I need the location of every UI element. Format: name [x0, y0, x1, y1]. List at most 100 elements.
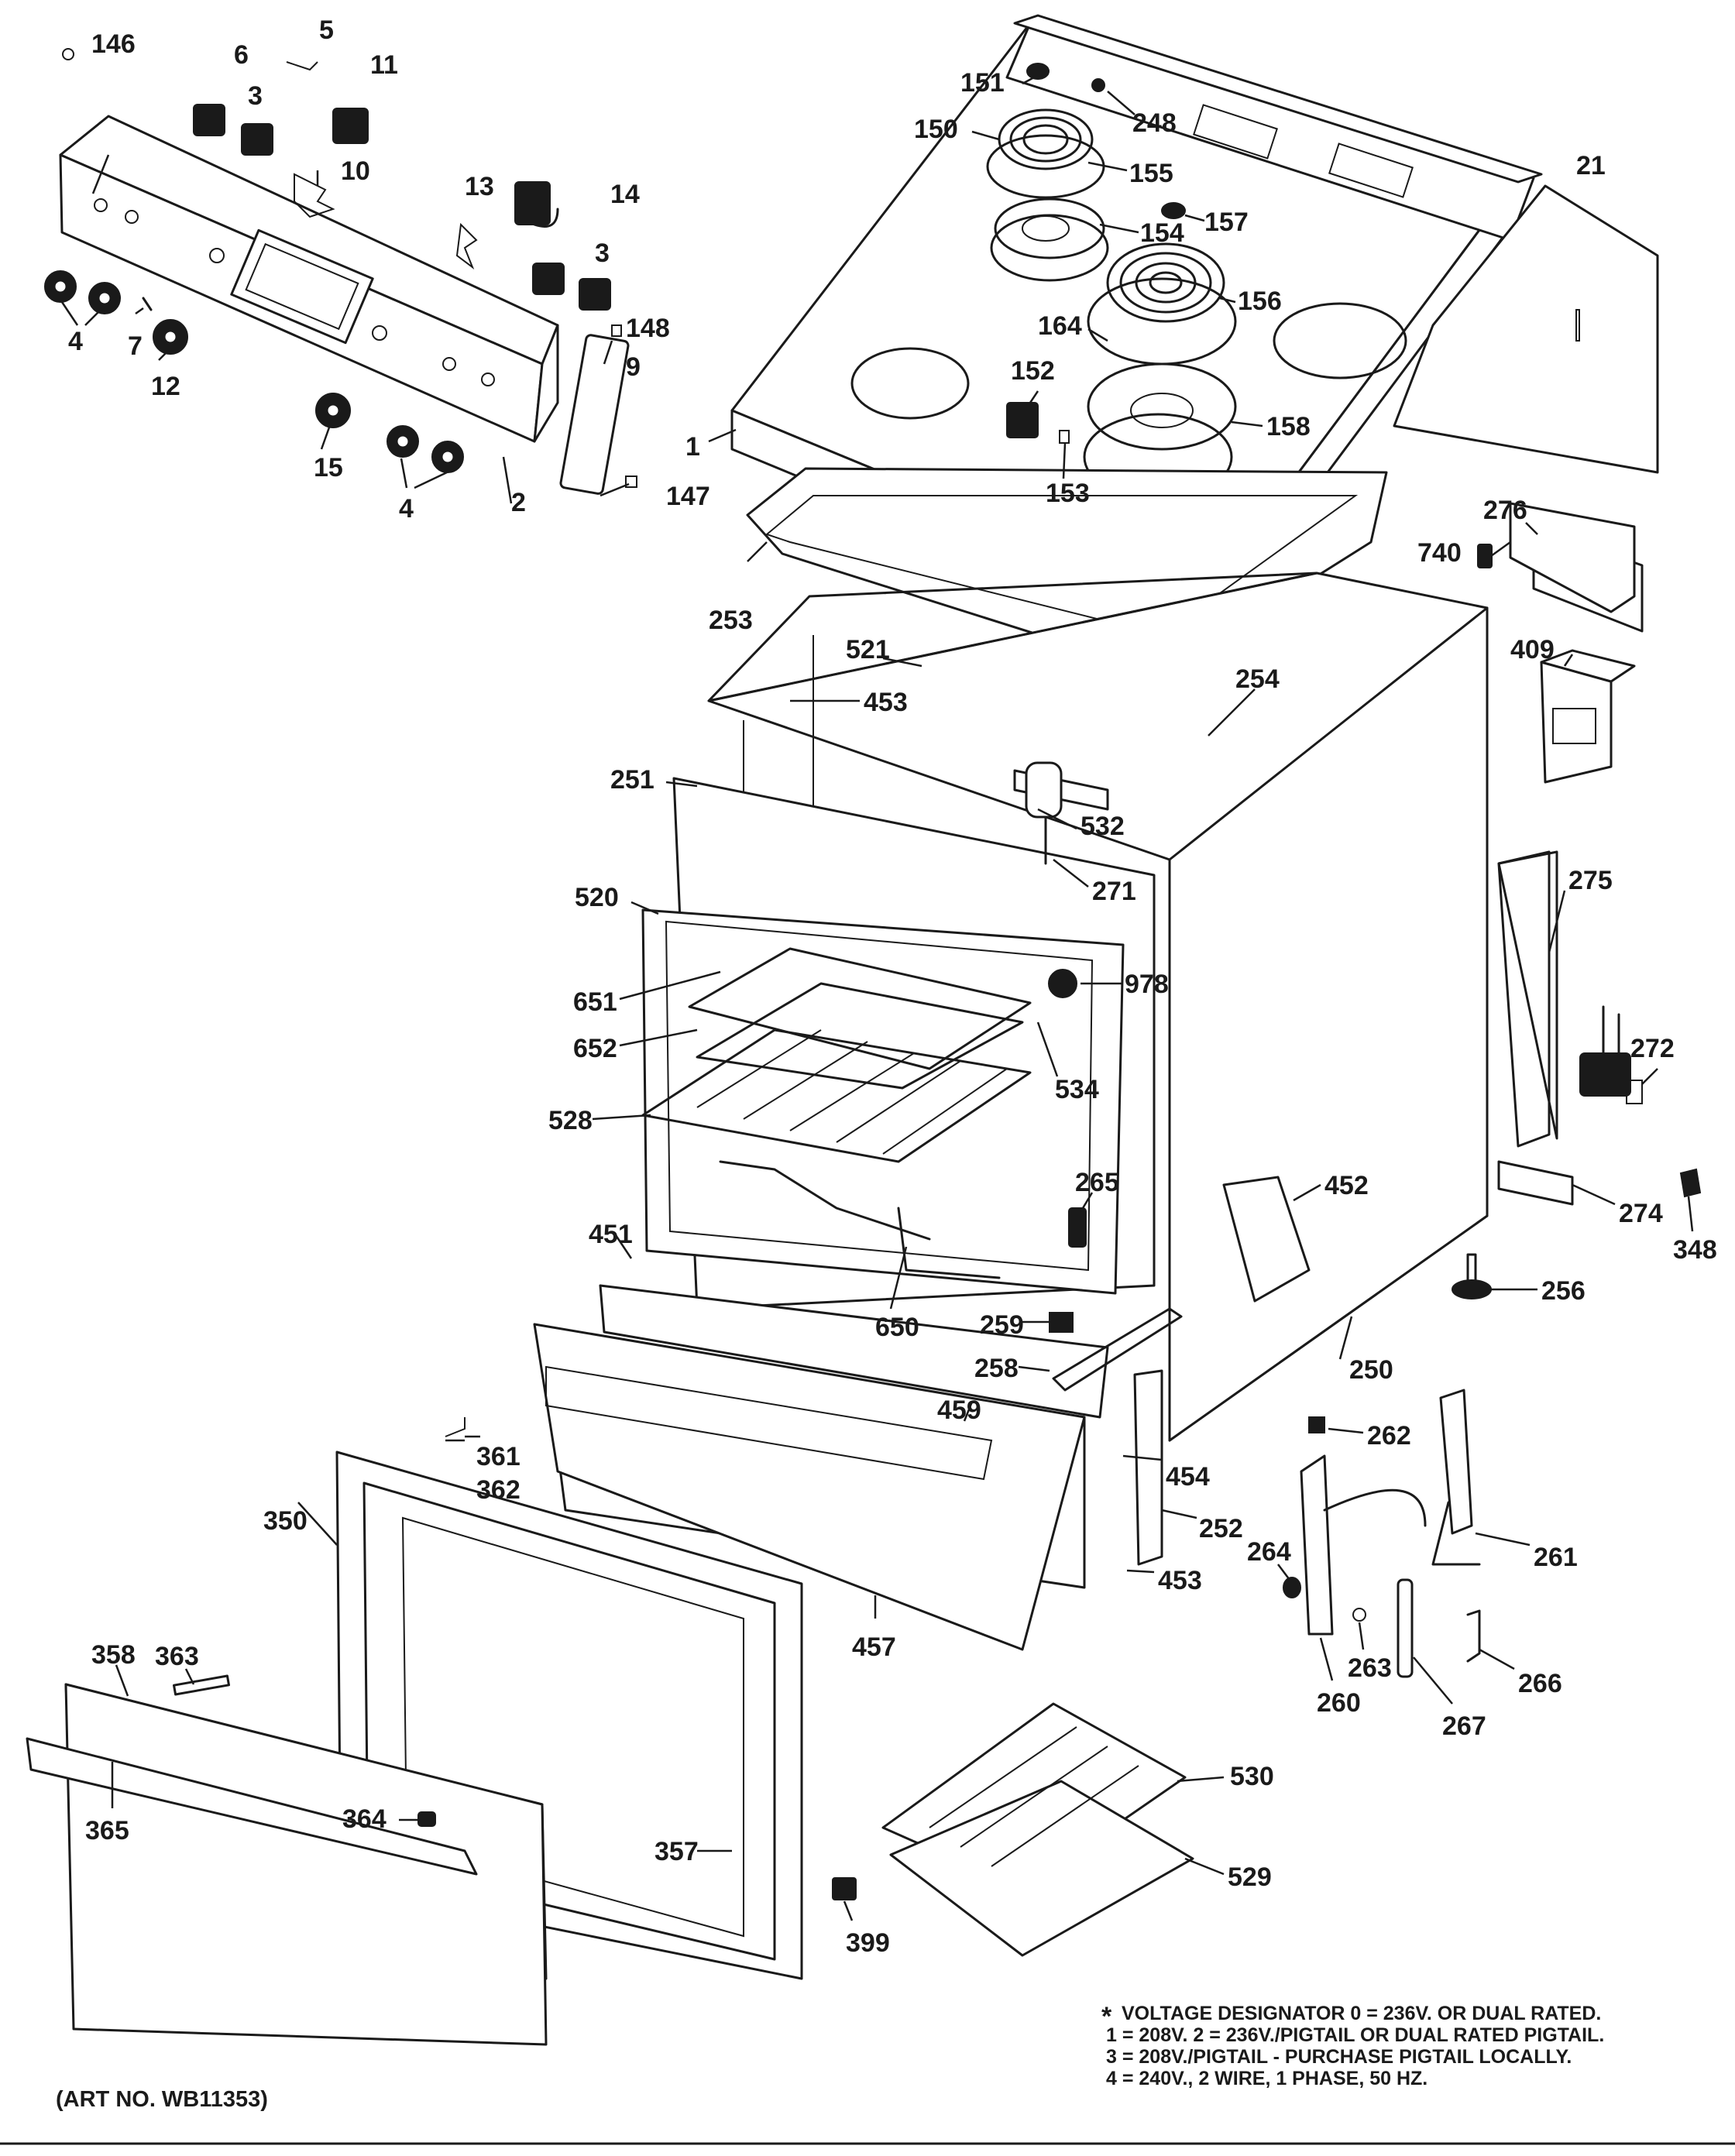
callout-146: 146: [91, 29, 136, 59]
callout-362: 362: [476, 1475, 520, 1505]
callout-5: 5: [319, 15, 334, 45]
terminal-block: [1477, 544, 1636, 784]
broiler-pan: [881, 1702, 1194, 1957]
callout-650: 650: [875, 1313, 919, 1342]
hinge-springs: [1283, 1577, 1481, 1678]
callout-740: 740: [1417, 538, 1462, 568]
callout-250: 250: [1349, 1355, 1393, 1385]
callout-157: 157: [1204, 208, 1249, 237]
callout-256: 256: [1541, 1276, 1586, 1306]
callout-272: 272: [1630, 1034, 1675, 1063]
callout-3-top: 3: [248, 81, 263, 111]
callout-361: 361: [476, 1442, 520, 1471]
callout-521: 521: [846, 635, 890, 664]
side-wiring-parts: [1497, 850, 1702, 1206]
callout-150: 150: [914, 115, 958, 144]
callout-153: 153: [1046, 479, 1090, 508]
callout-357: 357: [654, 1837, 699, 1866]
callout-532: 532: [1081, 812, 1125, 841]
callout-260: 260: [1317, 1688, 1361, 1718]
callout-364: 364: [342, 1804, 387, 1834]
callout-262: 262: [1367, 1421, 1411, 1450]
callout-3-mid: 3: [595, 239, 610, 268]
callout-248: 248: [1132, 108, 1177, 138]
callout-271: 271: [1092, 877, 1136, 906]
callout-259: 259: [980, 1310, 1024, 1340]
drawer-side-rail: [1049, 1307, 1183, 1566]
oven-door-outer: [26, 1674, 548, 2046]
callout-358: 358: [91, 1640, 136, 1670]
callout-275: 275: [1568, 866, 1613, 895]
callout-152: 152: [1011, 356, 1055, 386]
callout-10: 10: [341, 156, 370, 186]
leveling-leg: [1452, 1253, 1492, 1299]
callout-2: 2: [511, 488, 526, 517]
voltage-note-line-1: VOLTAGE DESIGNATOR 0 = 236V. OR DUAL RAT…: [1122, 2003, 1601, 2024]
callout-363: 363: [155, 1642, 199, 1671]
callout-9: 9: [626, 352, 641, 382]
callout-350: 350: [263, 1506, 307, 1536]
callout-452: 452: [1324, 1171, 1369, 1200]
drawer-front: [533, 1284, 1109, 1651]
voltage-designator-note: * VOLTAGE DESIGNATOR 0 = 236V. OR DUAL R…: [1101, 2002, 1604, 2089]
callout-156: 156: [1238, 287, 1282, 316]
callout-348: 348: [1673, 1235, 1717, 1265]
callout-652: 652: [573, 1034, 617, 1063]
oven-rack: [641, 947, 1087, 1279]
screw-small: [445, 1417, 466, 1437]
callout-265: 265: [1075, 1168, 1119, 1197]
callout-labels: 146 5 6 3 11 10 13 14 3 4 7 12 148 9 15 …: [68, 15, 1717, 1958]
callout-254: 254: [1235, 664, 1280, 694]
callout-258: 258: [974, 1354, 1019, 1383]
callout-252: 252: [1199, 1514, 1243, 1543]
callout-365: 365: [85, 1816, 129, 1845]
spacer-block: [832, 1877, 857, 1900]
callout-4-left: 4: [68, 327, 83, 356]
callout-266: 266: [1518, 1669, 1562, 1698]
callout-528: 528: [548, 1106, 593, 1135]
callout-4-right: 4: [399, 494, 414, 524]
callout-267: 267: [1442, 1711, 1486, 1741]
asterisk-mark: *: [1101, 2002, 1112, 2031]
callout-251: 251: [610, 765, 654, 795]
callout-274: 274: [1619, 1199, 1663, 1228]
callout-453-top: 453: [864, 688, 908, 717]
voltage-note-line-3: 3 = 208V./PIGTAIL - PURCHASE PIGTAIL LOC…: [1106, 2046, 1572, 2068]
callout-12: 12: [151, 372, 180, 401]
callout-264: 264: [1247, 1537, 1291, 1567]
control-knobs: [44, 270, 464, 473]
callout-7: 7: [128, 331, 143, 361]
callout-457: 457: [852, 1632, 896, 1662]
voltage-note-line-4: 4 = 240V., 2 WIRE, 1 PHASE, 50 HZ.: [1106, 2068, 1428, 2089]
callout-1: 1: [685, 432, 700, 462]
control-panel: [59, 115, 559, 443]
range-body: [707, 572, 1489, 1442]
callout-155: 155: [1129, 159, 1173, 188]
callout-651: 651: [573, 987, 617, 1017]
callout-158: 158: [1266, 412, 1311, 441]
callout-454: 454: [1166, 1462, 1210, 1492]
terminal-block-cover: [1509, 502, 1636, 613]
callout-534: 534: [1055, 1075, 1099, 1104]
switches: [62, 48, 637, 495]
callout-978: 978: [1125, 970, 1169, 999]
callout-253: 253: [709, 606, 753, 635]
callout-276: 276: [1483, 496, 1527, 525]
callout-11: 11: [370, 50, 398, 80]
callout-13: 13: [465, 172, 494, 201]
art-number: (ART NO. WB11353): [56, 2087, 268, 2112]
callout-399: 399: [846, 1928, 890, 1958]
callout-529: 529: [1228, 1862, 1272, 1892]
leader-lines: [60, 76, 1694, 1921]
callout-520: 520: [575, 883, 619, 912]
callout-530: 530: [1230, 1762, 1274, 1791]
callout-164: 164: [1038, 311, 1082, 341]
callout-409: 409: [1510, 635, 1555, 664]
callout-451: 451: [589, 1220, 633, 1249]
callout-453-bottom: 453: [1158, 1566, 1202, 1595]
callout-21: 21: [1576, 151, 1606, 180]
callout-459: 459: [937, 1396, 981, 1425]
door-hinge: [1300, 1389, 1481, 1636]
callout-6: 6: [234, 40, 249, 70]
